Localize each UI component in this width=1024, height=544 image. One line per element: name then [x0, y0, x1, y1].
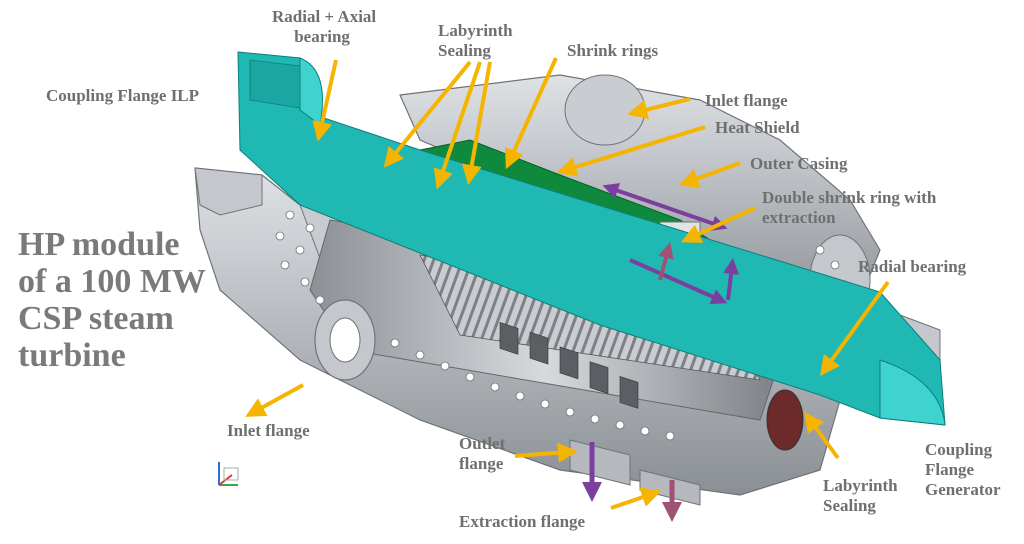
label-line: Flange [925, 460, 975, 479]
title-line-3: CSP steam [18, 300, 174, 337]
label-shrink-rings: Shrink rings [567, 41, 659, 60]
label-line: bearing [294, 27, 350, 46]
title-line-4: turbine [18, 337, 126, 374]
label-inlet-flange-top: Inlet flange [705, 91, 788, 110]
label-outer-casing: Outer Casing [750, 154, 848, 173]
title-line-1: HP module [18, 226, 180, 263]
label-line: Double shrink ring with [762, 188, 937, 207]
label-line: Radial + Axial [272, 7, 377, 26]
callout-arrows [245, 57, 890, 510]
label-extraction-flange: Extraction flange [459, 512, 586, 531]
label-coupling-flange-generator: Coupling Flange Generator [925, 440, 1001, 500]
label-labyrinth-sealing-top: Labyrinth Sealing [438, 21, 513, 61]
label-radial-axial-bearing: Radial + Axial bearing [272, 7, 376, 47]
label-line: extraction [762, 208, 836, 227]
label-heat-shield: Heat Shield [715, 118, 800, 137]
label-outlet-flange: Outlet flange [459, 434, 505, 474]
label-line: Generator [925, 480, 1001, 499]
label-line: Sealing [438, 41, 491, 60]
flow-arrows [582, 183, 740, 522]
rotor-shaft [237, 51, 946, 426]
label-line: Labyrinth [438, 21, 513, 40]
label-coupling-flange-ilp: Coupling Flange ILP [46, 86, 200, 105]
label-line: Sealing [823, 496, 876, 515]
label-line: Outlet [459, 434, 506, 453]
label-line: flange [459, 454, 504, 473]
label-line: Labyrinth [823, 476, 898, 495]
diagram-title: HP module of a 100 MW CSP steam turbine [18, 226, 206, 374]
label-labyrinth-sealing-bottom: Labyrinth Sealing [823, 476, 898, 516]
axis-triad-icon [218, 462, 239, 486]
label-radial-bearing: Radial bearing [858, 257, 967, 276]
label-double-shrink-ring: Double shrink ring with extraction [762, 188, 936, 228]
label-line: Coupling [925, 440, 993, 459]
title-line-2: of a 100 MW [18, 263, 206, 300]
label-inlet-flange-bottom: Inlet flange [227, 421, 310, 440]
